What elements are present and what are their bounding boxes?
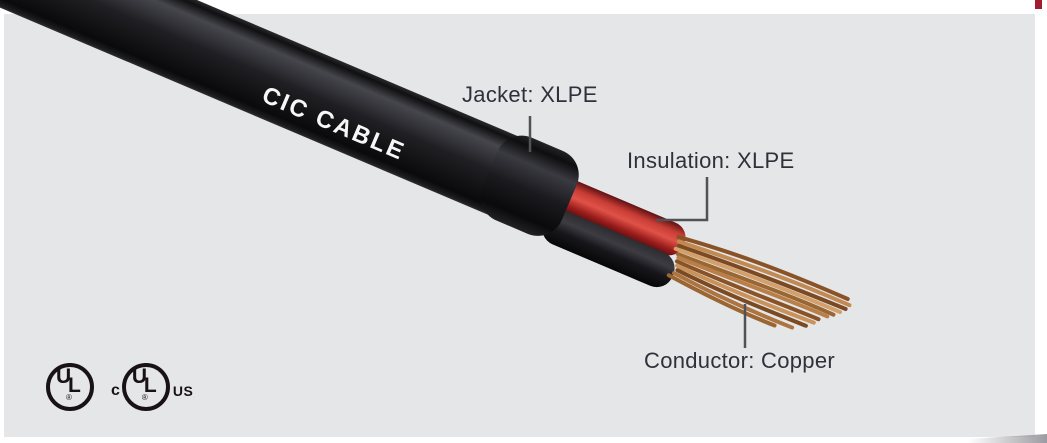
cul-suffix: US: [172, 383, 194, 399]
certification-marks: U L ® c U L ® US: [46, 363, 193, 411]
conductor-label: Conductor: Copper: [644, 348, 835, 373]
jacket-label: Jacket: XLPE: [462, 82, 598, 107]
cul-us-icon: c U L ® US: [111, 363, 193, 411]
registered-trademark-icon: ®: [141, 393, 148, 402]
ul-letter-l: L: [68, 374, 81, 397]
cul-prefix: c: [111, 382, 120, 399]
cul-circle: U L ®: [121, 363, 170, 411]
corner-accent-tab: [1035, 0, 1042, 9]
page-curl-shadow: [968, 434, 1047, 443]
cul-letter-u: U: [131, 365, 148, 388]
cul-letter-l: L: [143, 374, 157, 397]
ul-letter-u: U: [56, 365, 72, 388]
registered-trademark-icon: ®: [66, 393, 72, 402]
insulation-label: Insulation: XLPE: [627, 148, 795, 173]
ul-listed-icon: U L ®: [46, 363, 94, 411]
